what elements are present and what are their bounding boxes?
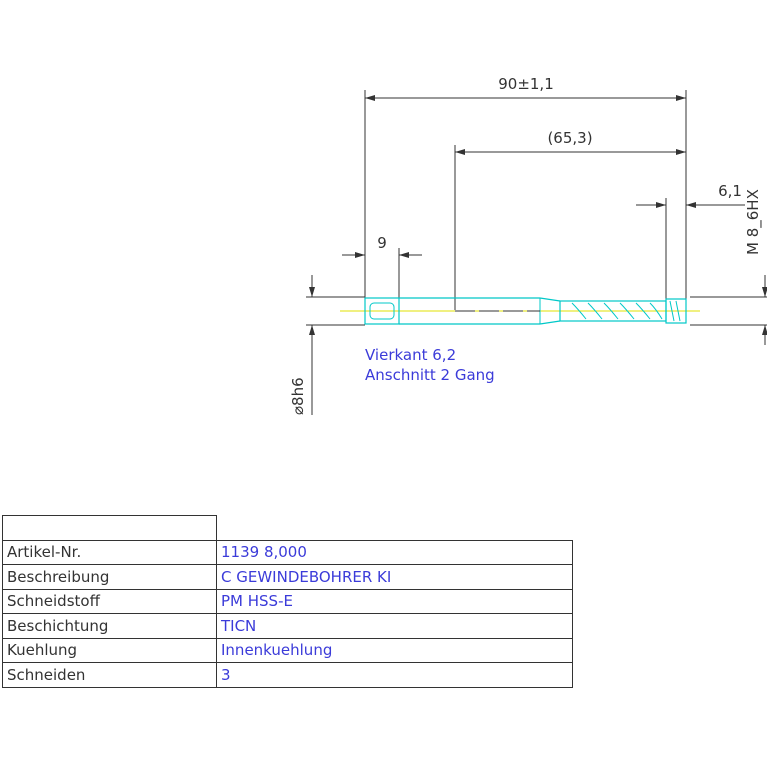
spec-key: Schneidstoff	[2, 588, 217, 614]
square-note: Vierkant 6,2	[365, 346, 456, 364]
spec-key: Artikel-Nr.	[2, 539, 217, 565]
thread-label: M 8_6HX	[744, 189, 763, 255]
spec-value: C GEWINDEBOHRER KI	[216, 564, 573, 590]
square-end	[364, 297, 400, 325]
overall-length-label: 90±1,1	[498, 75, 554, 93]
spec-row: Kuehlung Innenkuehlung	[2, 637, 573, 663]
spec-key: Beschichtung	[2, 613, 217, 639]
thread-dimension: M 8_6HX	[690, 189, 767, 345]
flute-length-dimension: (65,3)	[454, 129, 686, 310]
spec-row: Beschreibung C GEWINDEBOHRER KI	[2, 564, 573, 590]
chamfer-note: Anschnitt 2 Gang	[365, 366, 495, 384]
flute-helix	[571, 302, 663, 320]
square-inner	[369, 302, 395, 320]
spec-value: 3	[216, 662, 573, 688]
spec-value: 1139 8,000	[216, 539, 573, 565]
chamfer-length-label: 6,1	[718, 182, 742, 200]
spec-key: Kuehlung	[2, 637, 217, 663]
tap-tool-outline	[340, 297, 700, 325]
shank-diameter-label: ⌀8h6	[289, 377, 307, 415]
spec-key: Schneiden	[2, 662, 217, 688]
spec-value: Innenkuehlung	[216, 637, 573, 663]
spec-table: Artikel-Nr. 1139 8,000 Beschreibung C GE…	[2, 515, 573, 688]
spec-value: TICN	[216, 613, 573, 639]
spec-row: Beschichtung TICN	[2, 613, 573, 639]
square-length-dimension: 9	[342, 234, 422, 300]
spec-row: Schneidstoff PM HSS-E	[2, 588, 573, 614]
overall-length-dimension: 90±1,1	[364, 75, 687, 300]
spec-key: Beschreibung	[2, 564, 217, 590]
spec-header-cell	[2, 515, 217, 541]
spec-row: Schneiden 3	[2, 662, 573, 688]
square-length-label: 9	[377, 234, 387, 252]
flute-length-label: (65,3)	[547, 129, 592, 147]
shank-diameter-dimension: ⌀8h6	[289, 275, 365, 415]
spec-value: PM HSS-E	[216, 588, 573, 614]
chamfer-section	[665, 298, 687, 324]
spec-row: Artikel-Nr. 1139 8,000	[2, 539, 573, 565]
chamfer-length-dimension: 6,1	[636, 182, 745, 300]
